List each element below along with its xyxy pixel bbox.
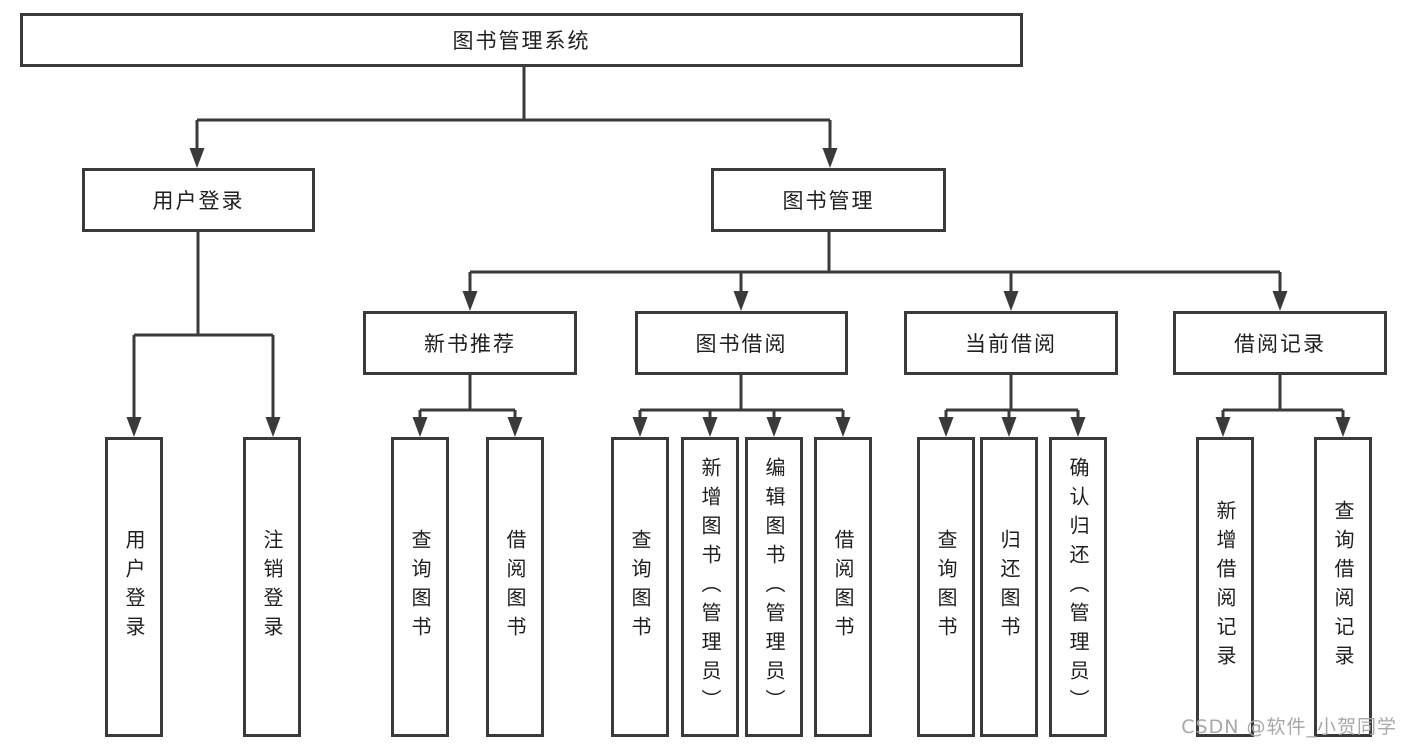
node-borrowing-records: 借阅记录 xyxy=(1173,311,1387,375)
leaf-query-books-borrow: 查询图书 xyxy=(611,437,669,737)
leaf-label: 确认归还（管理员） xyxy=(1066,456,1090,718)
node-book-management: 图书管理 xyxy=(711,168,946,232)
leaf-add-book-admin: 新增图书（管理员） xyxy=(681,437,739,737)
leaf-edit-book-admin: 编辑图书（管理员） xyxy=(745,437,803,737)
leaf-label: 编辑图书（管理员） xyxy=(762,456,786,718)
leaf-query-books-recommend: 查询图书 xyxy=(391,437,449,737)
watermark: CSDN @软件_小贺同学 xyxy=(1181,716,1397,738)
node-library-management-system: 图书管理系统 xyxy=(20,13,1023,67)
node-current-borrowing: 当前借阅 xyxy=(904,311,1118,375)
node-label: 当前借阅 xyxy=(965,332,1057,356)
leaf-borrow-books-recommend: 借阅图书 xyxy=(486,437,544,737)
leaf-label: 查询借阅记录 xyxy=(1331,500,1355,674)
leaf-add-borrow-record: 新增借阅记录 xyxy=(1196,437,1254,737)
leaf-return-book: 归还图书 xyxy=(980,437,1038,737)
node-new-book-recommend: 新书推荐 xyxy=(363,311,577,375)
leaf-label: 注销登录 xyxy=(260,529,284,645)
leaf-confirm-return-admin: 确认归还（管理员） xyxy=(1049,437,1107,737)
node-label: 图书借阅 xyxy=(695,332,788,356)
leaf-query-borrow-record: 查询借阅记录 xyxy=(1314,437,1372,737)
node-label: 图书管理 xyxy=(782,189,875,213)
leaf-label: 归还图书 xyxy=(997,529,1021,645)
node-label: 图书管理系统 xyxy=(452,29,591,53)
leaf-label: 新增图书（管理员） xyxy=(698,456,722,718)
leaf-user-login: 用户登录 xyxy=(105,437,163,737)
node-label: 借阅记录 xyxy=(1234,332,1326,356)
leaf-borrow-books-borrow: 借阅图书 xyxy=(814,437,872,737)
leaf-label: 查询图书 xyxy=(408,529,432,645)
leaf-label: 查询图书 xyxy=(628,529,652,645)
leaf-label: 新增借阅记录 xyxy=(1213,500,1237,674)
node-book-borrowing: 图书借阅 xyxy=(635,311,848,375)
arrowheads xyxy=(126,148,1351,437)
leaf-label: 用户登录 xyxy=(122,529,146,645)
leaf-label: 借阅图书 xyxy=(831,529,855,645)
node-user-login: 用户登录 xyxy=(82,168,315,232)
leaf-label: 查询图书 xyxy=(934,529,958,645)
leaf-logout: 注销登录 xyxy=(243,437,301,737)
node-label: 新书推荐 xyxy=(424,332,516,356)
node-label: 用户登录 xyxy=(152,189,245,213)
leaf-label: 借阅图书 xyxy=(503,529,527,645)
leaf-query-books-current: 查询图书 xyxy=(917,437,975,737)
